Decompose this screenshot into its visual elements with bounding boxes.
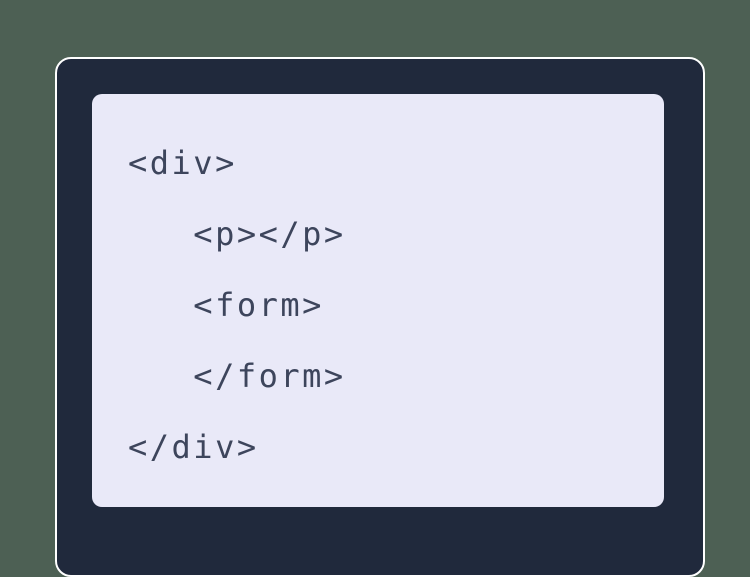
code-line: </form> <box>128 357 346 395</box>
code-line: <form> <box>128 286 324 324</box>
code-line: <div> <box>128 144 237 182</box>
code-block: <div> <p></p> <form> </form> </div> <box>128 128 664 483</box>
code-window-frame: <div> <p></p> <form> </form> </div> <box>55 57 705 577</box>
code-panel: <div> <p></p> <form> </form> </div> <box>92 94 664 507</box>
code-line: <p></p> <box>128 215 346 253</box>
scene: { "scene": { "background_color": "#4d605… <box>55 57 705 577</box>
code-line: </div> <box>128 428 259 466</box>
